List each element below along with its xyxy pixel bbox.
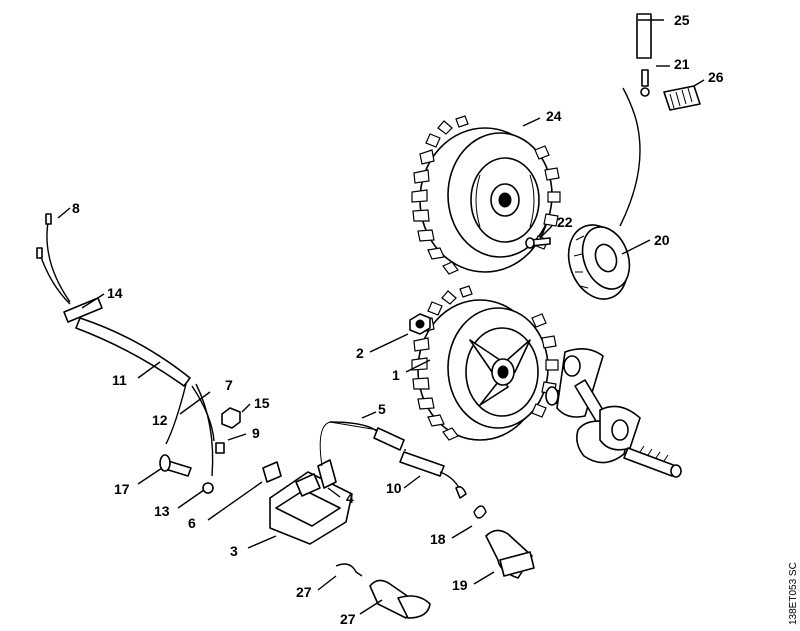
flywheel-1 — [411, 285, 559, 441]
starter-wire — [619, 87, 641, 227]
label-15: 15 — [254, 395, 270, 411]
label-18: 18 — [430, 531, 446, 547]
label-5: 5 — [378, 401, 386, 417]
label-11: 11 — [112, 372, 127, 388]
label-20: 20 — [654, 232, 670, 248]
label-9: 9 — [252, 425, 260, 441]
label-13: 13 — [154, 503, 170, 519]
spark-plug-boot-19 — [485, 529, 535, 579]
reference-code: 138ET053 SC — [788, 562, 799, 625]
label-7: 7 — [225, 377, 233, 393]
label-6: 6 — [188, 515, 196, 531]
label-14: 14 — [107, 285, 123, 301]
label-22: 22 — [557, 214, 573, 230]
small-parts — [159, 13, 701, 577]
label-21: 21 — [674, 56, 690, 72]
label-25: 26 — [708, 69, 724, 85]
crankshaft — [545, 348, 682, 478]
label-26: 27 — [296, 584, 312, 600]
label-27: 27 — [340, 611, 356, 627]
label-17: 17 — [114, 481, 130, 497]
label-4: 4 — [346, 490, 354, 506]
spark-plug-boot-27 — [369, 579, 431, 619]
label-2: 2 — [356, 345, 364, 361]
label-1: 1 — [392, 367, 400, 383]
part-numbers: 25 21 26 24 22 20 8 14 11 7 12 15 9 17 1… — [72, 12, 724, 627]
label-12: 12 — [152, 412, 168, 428]
label-8: 8 — [72, 200, 80, 216]
flywheel-23 — [411, 115, 561, 275]
label-3: 3 — [230, 543, 238, 559]
label-23: 24 — [546, 108, 562, 124]
wiring-harness — [36, 213, 215, 477]
starter-cup-20 — [567, 224, 631, 300]
leader-lines — [57, 19, 705, 615]
label-24: 25 — [674, 12, 690, 28]
label-10: 10 — [386, 480, 402, 496]
ignition-module — [269, 421, 467, 545]
label-19: 19 — [452, 577, 468, 593]
